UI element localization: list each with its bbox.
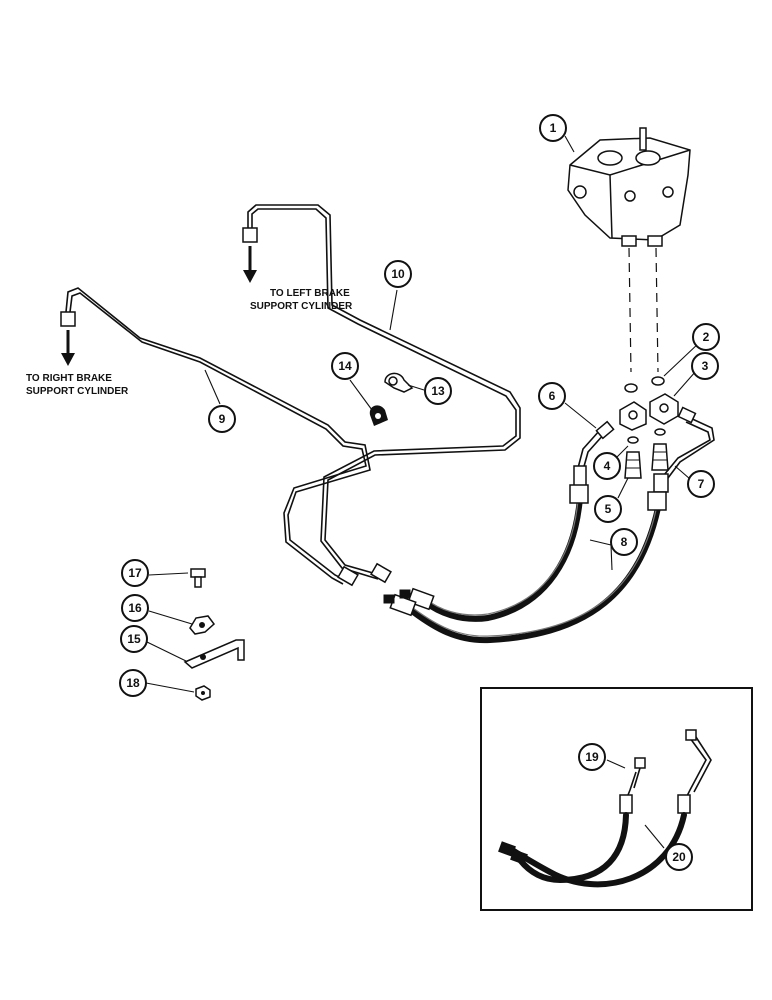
bracket-part-15 <box>183 639 245 669</box>
callout-3: 3 <box>691 352 719 380</box>
callout-8: 8 <box>610 528 638 556</box>
svg-text:14: 14 <box>338 359 352 373</box>
callout-7: 7 <box>687 470 715 498</box>
svg-text:17: 17 <box>128 566 142 580</box>
svg-text:16: 16 <box>128 601 142 615</box>
svg-text:6: 6 <box>549 389 556 403</box>
svg-text:2: 2 <box>703 330 710 344</box>
svg-text:18: 18 <box>126 676 140 690</box>
svg-text:13: 13 <box>431 384 445 398</box>
callout-4: 4 <box>593 452 621 480</box>
callout-16: 16 <box>121 594 149 622</box>
right-brake-note-line1: TO RIGHT BRAKE <box>26 373 112 384</box>
svg-text:19: 19 <box>585 750 599 764</box>
washer-part-2-right <box>651 376 665 386</box>
svg-text:3: 3 <box>702 359 709 373</box>
svg-text:10: 10 <box>391 267 405 281</box>
svg-text:8: 8 <box>621 535 628 549</box>
callout-13: 13 <box>424 377 452 405</box>
callout-14: 14 <box>331 352 359 380</box>
callout-9: 9 <box>208 405 236 433</box>
svg-text:9: 9 <box>219 412 226 426</box>
callout-2: 2 <box>692 323 720 351</box>
washer-part-2-left <box>624 383 638 393</box>
callout-15: 15 <box>120 625 148 653</box>
hoses-part-8 <box>383 484 667 644</box>
callout-17: 17 <box>121 559 149 587</box>
brake-line-part-10 <box>242 204 521 584</box>
fitting-right-brake <box>60 311 76 327</box>
svg-text:20: 20 <box>672 850 686 864</box>
svg-text:15: 15 <box>127 632 141 646</box>
brake-line-part-9 <box>60 287 371 587</box>
callout-1: 1 <box>539 114 567 142</box>
clamp-part-13 <box>384 372 414 393</box>
adapter-part-5-left <box>624 451 642 479</box>
nut-part-18 <box>195 685 211 701</box>
left-brake-arrow <box>243 246 257 283</box>
callout-20: 20 <box>665 843 693 871</box>
svg-text:4: 4 <box>604 459 611 473</box>
assembly-line-right <box>655 247 659 373</box>
right-brake-note-line2: SUPPORT CYLINDER <box>26 386 129 397</box>
hose-end-upper-left <box>569 484 589 504</box>
callout-19: 19 <box>578 743 606 771</box>
clamp-part-16 <box>189 615 216 635</box>
right-brake-arrow <box>61 330 75 366</box>
leader-lines <box>145 135 701 849</box>
adapter-part-5-right <box>651 443 669 471</box>
inset-frame <box>480 687 753 911</box>
callout-6: 6 <box>538 382 566 410</box>
hose-end-upper-right <box>647 491 667 511</box>
assembly-line-left <box>628 247 632 373</box>
fitting-left-brake <box>242 227 258 243</box>
clamp-part-14 <box>369 405 388 426</box>
brake-valve-part-1 <box>567 127 691 247</box>
svg-text:7: 7 <box>698 477 705 491</box>
svg-text:5: 5 <box>605 502 612 516</box>
svg-text:1: 1 <box>550 121 557 135</box>
callout-5: 5 <box>594 495 622 523</box>
callout-10: 10 <box>384 260 412 288</box>
bolt-part-17 <box>190 568 206 588</box>
fittings-group <box>619 376 679 479</box>
callout-18: 18 <box>119 669 147 697</box>
left-brake-note-line2: SUPPORT CYLINDER <box>250 301 353 312</box>
left-brake-note-line1: TO LEFT BRAKE <box>270 288 350 299</box>
